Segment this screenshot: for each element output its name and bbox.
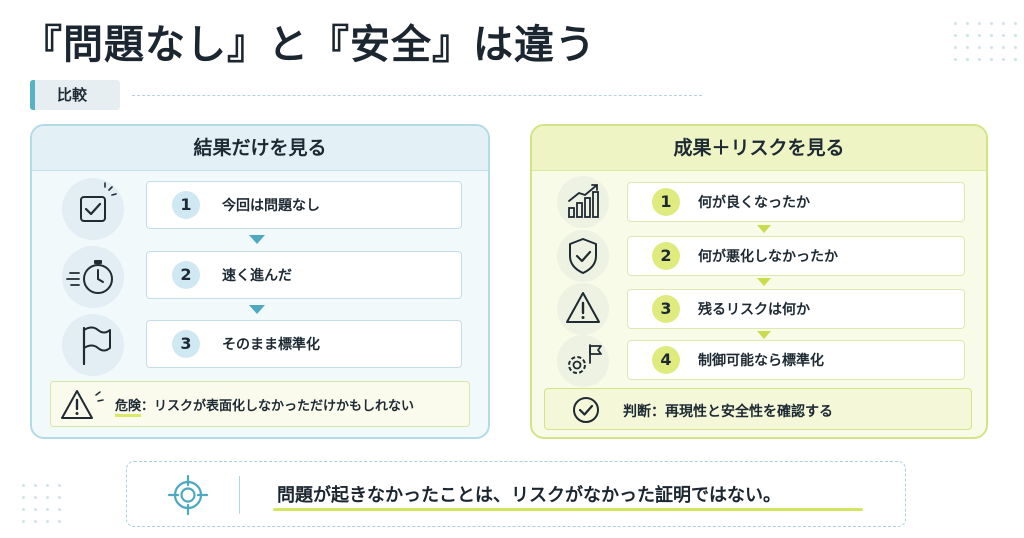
warning-box: 危険：リスクが表面化しなかっただけかもしれない xyxy=(50,381,470,427)
left-step-2: 2 速く進んだ xyxy=(146,251,462,299)
page-title: 『問題なし』と『安全』は違う xyxy=(22,22,596,68)
tag-divider xyxy=(132,95,702,96)
arrow-down-icon xyxy=(249,305,265,314)
left-step-1: 1 今回は問題なし xyxy=(146,181,462,229)
step-number: 3 xyxy=(172,330,200,358)
check-circle-icon xyxy=(573,397,599,423)
arrow-down-icon xyxy=(757,225,771,233)
step-label: そのまま標準化 xyxy=(222,337,320,353)
shield-check-icon xyxy=(569,238,597,274)
dot-grid-top-right xyxy=(954,22,1017,61)
left-step-3: 3 そのまま標準化 xyxy=(146,320,462,368)
stopwatch-icon-circle xyxy=(62,246,124,308)
section-tag: 比較 xyxy=(30,80,120,110)
step-number: 1 xyxy=(172,191,200,219)
checkbox-icon-circle xyxy=(62,178,124,240)
arrow-down-icon xyxy=(249,235,265,244)
right-step-1: 1 何が良くなったか xyxy=(627,182,965,222)
target-icon xyxy=(167,474,209,516)
step-number: 2 xyxy=(172,261,200,289)
gear-flag-icon-circle xyxy=(557,335,609,387)
warning-icon xyxy=(61,390,104,419)
warning-text: 危険：リスクが表面化しなかっただけかもしれない xyxy=(115,395,415,417)
judgement-box: 判断：再現性と安全性を確認する xyxy=(544,388,972,430)
warning-label: 危険 xyxy=(115,399,142,417)
step-label: 制御可能なら標準化 xyxy=(698,353,824,369)
checkbox-icon xyxy=(80,182,117,222)
step-label: 何が悪化しなかったか xyxy=(698,249,838,265)
takeaway-text: 問題が起きなかったことは、リスクがなかった証明ではない。 xyxy=(277,485,781,506)
right-step-3: 3 残るリスクは何か xyxy=(627,289,965,329)
step-label: 今回は問題なし xyxy=(222,198,320,214)
arrow-down-icon xyxy=(757,278,771,286)
takeaway-divider xyxy=(239,476,240,514)
gear-flag-icon xyxy=(568,344,602,374)
shield-check-icon-circle xyxy=(557,230,609,282)
step-number: 2 xyxy=(652,242,680,270)
growth-chart-icon-circle xyxy=(557,176,609,228)
growth-chart-icon xyxy=(568,184,599,218)
takeaway-underline xyxy=(273,508,863,511)
warning-icon-circle xyxy=(557,283,609,335)
step-label: 何が良くなったか xyxy=(698,195,810,211)
takeaway-box: 問題が起きなかったことは、リスクがなかった証明ではない。 xyxy=(126,461,906,527)
flag-icon-circle xyxy=(62,314,124,376)
warning-message: ：リスクが表面化しなかっただけかもしれない xyxy=(141,399,415,414)
left-panel-heading: 結果だけを見る xyxy=(32,126,488,171)
step-label: 速く進んだ xyxy=(222,268,292,284)
flag-icon xyxy=(82,326,111,366)
step-number: 4 xyxy=(652,346,680,374)
arrow-down-icon xyxy=(757,331,771,339)
stopwatch-icon xyxy=(66,260,113,294)
dot-grid-bottom-left xyxy=(22,484,61,523)
judgement-text: 判断：再現性と安全性を確認する xyxy=(623,404,833,420)
right-step-4: 4 制御可能なら標準化 xyxy=(627,340,965,380)
step-number: 3 xyxy=(652,295,680,323)
step-number: 1 xyxy=(652,188,680,216)
right-step-2: 2 何が悪化しなかったか xyxy=(627,236,965,276)
right-panel: 成果＋リスクを見る xyxy=(530,124,988,439)
step-label: 残るリスクは何か xyxy=(698,302,810,318)
warning-icon xyxy=(566,292,600,323)
right-panel-heading: 成果＋リスクを見る xyxy=(532,126,986,171)
